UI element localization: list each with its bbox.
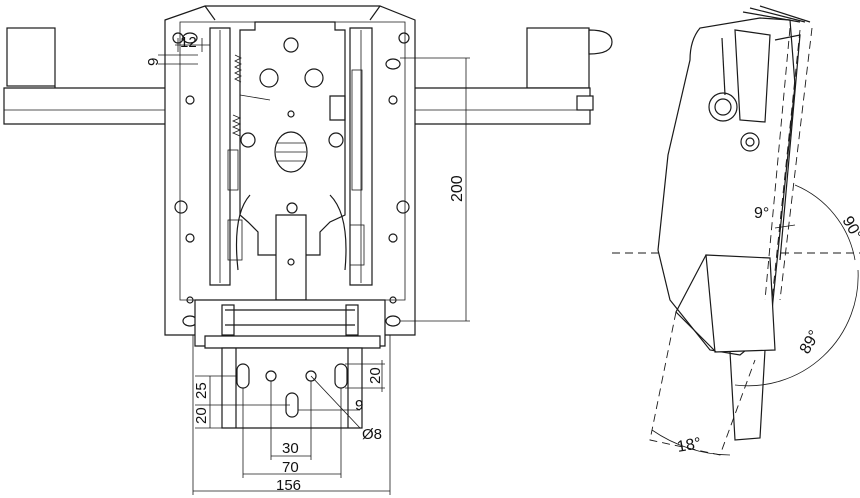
dimension-labels: 12 9 200 20 25 20 9 Ø8 30 70 156 xyxy=(145,34,466,494)
dim-9: 9 xyxy=(145,58,162,66)
angle-90: 90° xyxy=(839,214,860,243)
dim-70: 70 xyxy=(282,459,299,476)
bottom-bracket xyxy=(194,299,386,429)
side-rails xyxy=(209,27,373,286)
angle-18: 18° xyxy=(676,435,703,456)
angle-9: 9° xyxy=(754,205,769,222)
dim-30: 30 xyxy=(282,440,299,457)
dim-20-right: 20 xyxy=(367,367,384,384)
front-view: 12 9 200 20 25 20 9 Ø8 30 70 156 xyxy=(3,5,613,495)
dimension-lines xyxy=(158,38,470,495)
seat-block xyxy=(705,254,776,353)
dim-20-left: 20 xyxy=(193,407,210,424)
angle-89: 89° xyxy=(797,328,824,357)
side-view: 9° 90° 89° 18° xyxy=(612,5,860,456)
dim-9-lower: 9 xyxy=(355,397,363,414)
spring-mechanism xyxy=(227,54,365,266)
dim-diameter-8: Ø8 xyxy=(362,426,382,443)
right-lever xyxy=(411,27,613,125)
dim-12: 12 xyxy=(180,34,197,51)
dim-200: 200 xyxy=(449,175,466,202)
dim-25: 25 xyxy=(193,382,210,399)
dim-156: 156 xyxy=(276,477,301,494)
left-lever xyxy=(3,27,171,125)
center-plate xyxy=(239,21,346,256)
